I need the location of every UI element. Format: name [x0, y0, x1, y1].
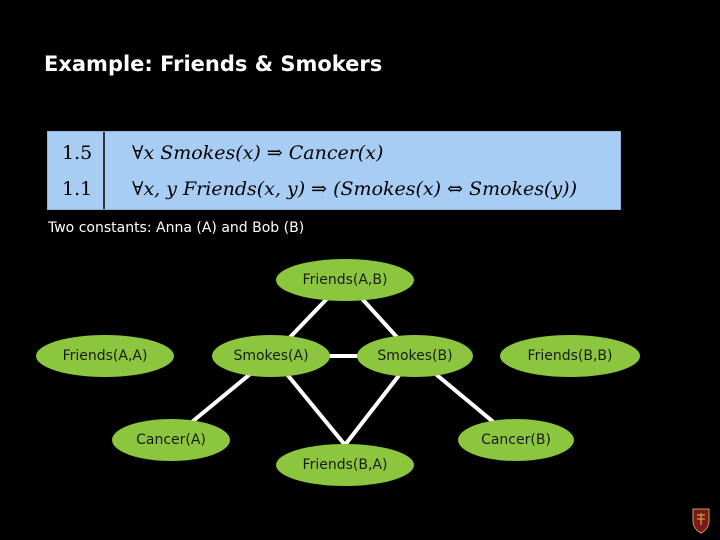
- node-smokes-b: Smokes(B): [357, 335, 473, 377]
- node-cancer-b: Cancer(B): [458, 419, 574, 461]
- formula-text: ∀x, y Friends(x, y) ⇒ (Smokes(x) ⇔ Smoke…: [132, 178, 578, 200]
- node-smokes-a: Smokes(A): [212, 335, 330, 377]
- formula-weight: 1.1: [62, 178, 93, 200]
- formula-box: 1.5 ∀x Smokes(x) ⇒ Cancer(x) 1.1 ∀x, y F…: [47, 131, 621, 210]
- node-cancer-a: Cancer(A): [112, 419, 230, 461]
- formula-row-1: 1.5 ∀x Smokes(x) ⇒ Cancer(x): [48, 136, 620, 172]
- node-friends-a-a: Friends(A,A): [36, 335, 174, 377]
- node-friends-b-a: Friends(B,A): [276, 444, 414, 486]
- formula-row-2: 1.1 ∀x, y Friends(x, y) ⇒ (Smokes(x) ⇔ S…: [48, 172, 620, 208]
- constants-note: Two constants: Anna (A) and Bob (B): [48, 220, 305, 236]
- node-friends-b-b: Friends(B,B): [500, 335, 640, 377]
- formula-weight: 1.5: [62, 142, 93, 164]
- formula-text: ∀x Smokes(x) ⇒ Cancer(x): [132, 142, 384, 164]
- slide-title: Example: Friends & Smokers: [44, 52, 383, 76]
- university-crest-icon: [692, 508, 710, 534]
- node-friends-a-b: Friends(A,B): [276, 259, 414, 301]
- formula-divider: [103, 132, 105, 209]
